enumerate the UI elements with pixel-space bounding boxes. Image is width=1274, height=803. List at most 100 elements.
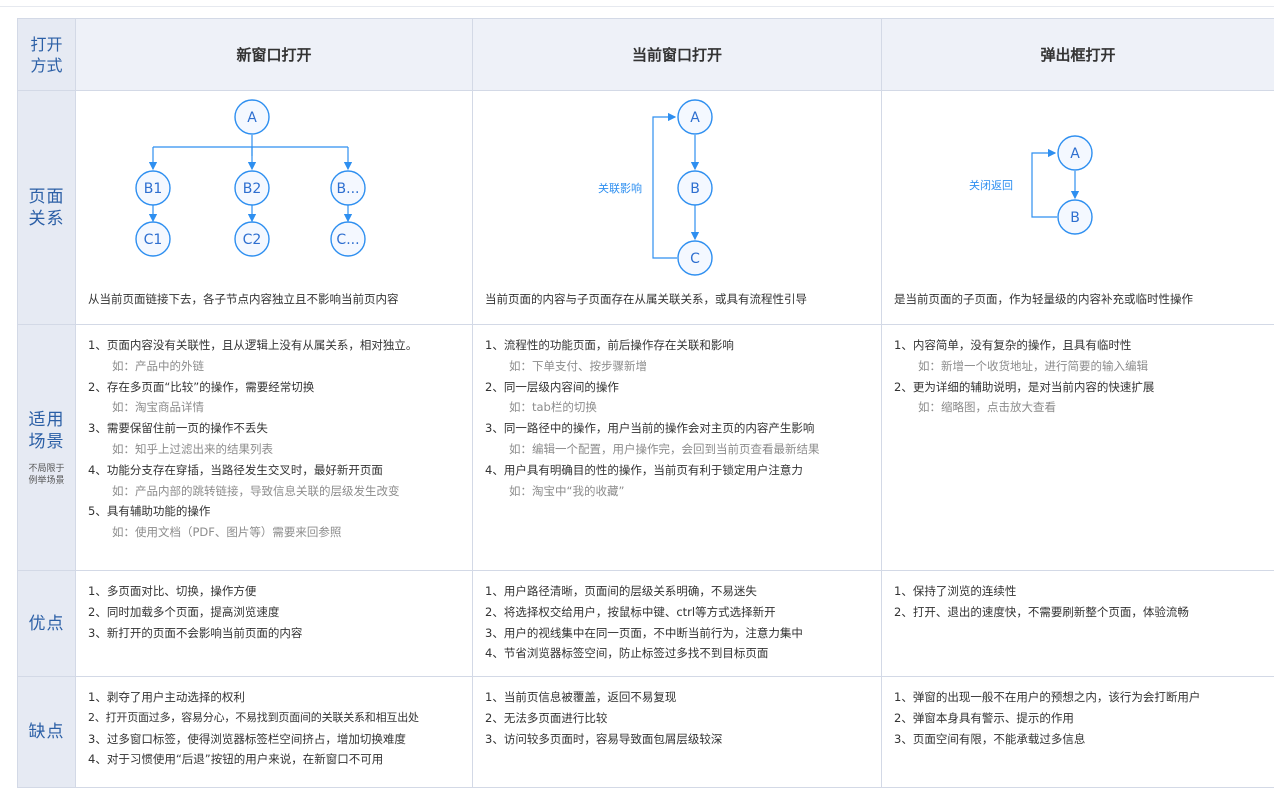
list-item: 4、节省浏览器标签空间，防止标签过多找不到目标页面	[485, 646, 769, 661]
list-item: 2、打开、退出的速度快，不需要刷新整个页面，体验流畅	[894, 604, 1189, 619]
scenario-new-window: 1、页面内容没有关联性，且从逻辑上没有从属关系，相对独立。 如：产品中的外链 2…	[75, 324, 473, 571]
cons-new-window: 1、剥夺了用户主动选择的权利 2、打开页面过多，容易分心，不易找到页面间的关联关…	[75, 676, 473, 788]
relation-new-window: A B1 B2 B... C1 C2 C... 从当前页面链接下去，各子节点内容…	[75, 90, 473, 325]
relation-caption-new: 从当前页面链接下去，各子节点内容独立且不影响当前页内容	[88, 292, 399, 306]
node-c2: C2	[234, 221, 270, 257]
list-item: 1、流程性的功能页面，前后操作存在关联和影响	[485, 338, 734, 352]
edge-b-a-loop	[1031, 148, 1057, 218]
list-item: 1、内容简单，没有复杂的操作，且具有临时性	[894, 338, 1132, 352]
scenario-row: 适用场景 不局限于例举场景 1、页面内容没有关联性，且从逻辑上没有从属关系，相对…	[17, 324, 1274, 571]
list-item: 4、对于习惯使用“后退”按钮的用户来说，在新窗口不可用	[88, 752, 384, 767]
node-c3: C...	[330, 221, 366, 257]
svg-text:C: C	[690, 251, 700, 267]
flow-diagram: 关联影响 A B C	[598, 99, 713, 276]
example-text: 如：产品内部的跳转链接，导致信息关联的层级发生改变	[112, 483, 400, 498]
corner-header: 打开方式	[17, 18, 76, 91]
pros-popup: 1、保持了浏览的连续性 2、打开、退出的速度快，不需要刷新整个页面，体验流畅	[881, 570, 1274, 677]
header-row: 打开方式 新窗口打开 当前窗口打开 弹出框打开	[17, 18, 1274, 91]
list-item: 2、同一层级内容间的操作	[485, 379, 619, 394]
top-divider	[0, 6, 1274, 7]
svg-text:C2: C2	[243, 232, 262, 248]
svg-text:B...: B...	[337, 181, 360, 197]
list-item: 3、同一路径中的操作，用户当前的操作会对主页的内容产生影响	[485, 421, 815, 436]
relation-caption-current: 当前页面的内容与子页面存在从属关联关系，或具有流程性引导	[485, 292, 807, 306]
node-c1: C1	[135, 221, 171, 257]
list-item: 3、过多窗口标签，使得浏览器标签栏空间挤占，增加切换难度	[88, 731, 406, 746]
svg-text:A: A	[690, 110, 700, 126]
example-text: 如：缩略图，点击放大查看	[918, 400, 1056, 415]
list-item: 1、保持了浏览的连续性	[894, 584, 1017, 598]
list-item: 5、具有辅助功能的操作	[88, 504, 211, 519]
list-item: 1、弹窗的出现一般不在用户的预想之内，该行为会打断用户	[894, 690, 1201, 704]
header-popup: 弹出框打开	[881, 18, 1274, 91]
node-b1: B1	[135, 170, 171, 206]
example-text: 如：淘宝中“我的收藏”	[509, 483, 625, 498]
node-a: A	[1057, 135, 1093, 171]
list-item: 4、用户具有明确目的性的操作，当前页有利于锁定用户注意力	[485, 462, 803, 477]
comparison-table: 打开方式 新窗口打开 当前窗口打开 弹出框打开 页面关系	[17, 18, 1274, 788]
list-item: 1、用户路径清晰，页面间的层级关系明确，不易迷失	[485, 584, 757, 598]
relation-caption-popup: 是当前页面的子页面，作为轻量级的内容补充或临时性操作	[894, 292, 1193, 306]
header-current-window: 当前窗口打开	[472, 18, 882, 91]
example-text: 如：新增一个收货地址，进行简要的输入编辑	[918, 358, 1148, 373]
node-a: A	[234, 99, 270, 135]
svg-text:B: B	[1070, 210, 1080, 226]
svg-text:B: B	[690, 181, 700, 197]
list-item: 2、更为详细的辅助说明，是对当前内容的快速扩展	[894, 379, 1155, 394]
row-head-cons: 缺点	[17, 676, 76, 788]
header-new-window: 新窗口打开	[75, 18, 473, 91]
svg-text:C...: C...	[336, 232, 359, 248]
example-text: 如：下单支付、按步骤新增	[509, 358, 647, 373]
pros-row: 优点 1、多页面对比、切换，操作方便 2、同时加载多个页面，提高浏览速度 3、新…	[17, 570, 1274, 677]
node-b3: B...	[330, 170, 366, 206]
scenario-current-window: 1、流程性的功能页面，前后操作存在关联和影响 如：下单支付、按步骤新增 2、同一…	[472, 324, 882, 571]
list-item: 2、同时加载多个页面，提高浏览速度	[88, 604, 280, 619]
list-item: 3、新打开的页面不会影响当前页面的内容	[88, 625, 303, 640]
example-text: 如：使用文档（PDF、图片等）需要来回参照	[112, 525, 342, 540]
list-item: 3、用户的视线集中在同一页面，不中断当前行为，注意力集中	[485, 625, 803, 640]
edge-label-close: 关闭返回	[969, 178, 1013, 192]
node-b: B	[1057, 199, 1093, 235]
cons-row: 缺点 1、剥夺了用户主动选择的权利 2、打开页面过多，容易分心，不易找到页面间的…	[17, 676, 1274, 788]
edge-label-relation: 关联影响	[598, 181, 642, 195]
list-item: 3、页面空间有限，不能承载过多信息	[894, 731, 1086, 746]
list-item: 3、需要保留住前一页的操作不丢失	[88, 421, 268, 436]
edge-c-a-loop	[652, 112, 677, 259]
example-text: 如：tab栏的切换	[509, 400, 597, 415]
list-item: 1、页面内容没有关联性，且从逻辑上没有从属关系，相对独立。	[88, 338, 418, 352]
relation-current-window: 关联影响 A B C 当前页面的内容与子页面存在从属关联关系，或具有流程性引导	[472, 90, 882, 325]
node-b: B	[677, 170, 713, 206]
list-item: 2、打开页面过多，容易分心，不易找到页面间的关联关系和相互出处	[88, 710, 419, 724]
svg-text:B2: B2	[243, 181, 262, 197]
tree-diagram: A B1 B2 B... C1 C2 C...	[135, 99, 366, 257]
node-c: C	[677, 240, 713, 276]
list-item: 1、剥夺了用户主动选择的权利	[88, 690, 245, 704]
pros-new-window: 1、多页面对比、切换，操作方便 2、同时加载多个页面，提高浏览速度 3、新打开的…	[75, 570, 473, 677]
list-item: 1、当前页信息被覆盖，返回不易复现	[485, 690, 677, 704]
pros-current-window: 1、用户路径清晰，页面间的层级关系明确，不易迷失 2、将选择权交给用户，按鼠标中…	[472, 570, 882, 677]
example-text: 如：产品中的外链	[112, 358, 204, 373]
list-item: 2、存在多页面“比较”的操作，需要经常切换	[88, 379, 315, 394]
popup-diagram: 关闭返回 A B	[969, 135, 1093, 235]
svg-text:A: A	[247, 110, 257, 126]
cons-current-window: 1、当前页信息被覆盖，返回不易复现 2、无法多页面进行比较 3、访问较多页面时，…	[472, 676, 882, 788]
example-text: 如：编辑一个配置，用户操作完，会回到当前页查看最新结果	[509, 441, 820, 456]
node-b2: B2	[234, 170, 270, 206]
example-text: 如：知乎上过滤出来的结果列表	[112, 441, 273, 456]
list-item: 2、无法多页面进行比较	[485, 710, 608, 725]
svg-text:B1: B1	[144, 181, 163, 197]
example-text: 如：淘宝商品详情	[112, 400, 204, 415]
relation-row: 页面关系 A B	[17, 90, 1274, 325]
row-head-relation: 页面关系	[17, 90, 76, 325]
list-item: 2、弹窗本身具有警示、提示的作用	[894, 710, 1074, 725]
scenario-popup: 1、内容简单，没有复杂的操作，且具有临时性 如：新增一个收货地址，进行简要的输入…	[881, 324, 1274, 571]
cons-popup: 1、弹窗的出现一般不在用户的预想之内，该行为会打断用户 2、弹窗本身具有警示、提…	[881, 676, 1274, 788]
list-item: 1、多页面对比、切换，操作方便	[88, 584, 257, 598]
node-a: A	[677, 99, 713, 135]
list-item: 4、功能分支存在穿插，当路径发生交叉时，最好新开页面	[88, 462, 383, 477]
list-item: 2、将选择权交给用户，按鼠标中键、ctrl等方式选择新开	[485, 604, 776, 619]
svg-text:C1: C1	[144, 232, 163, 248]
list-item: 3、访问较多页面时，容易导致面包屑层级较深	[485, 731, 723, 746]
relation-popup: 关闭返回 A B 是当前页面的子页面，作为轻量级的内容补充或临时性操作	[881, 90, 1274, 325]
svg-text:A: A	[1070, 146, 1080, 162]
